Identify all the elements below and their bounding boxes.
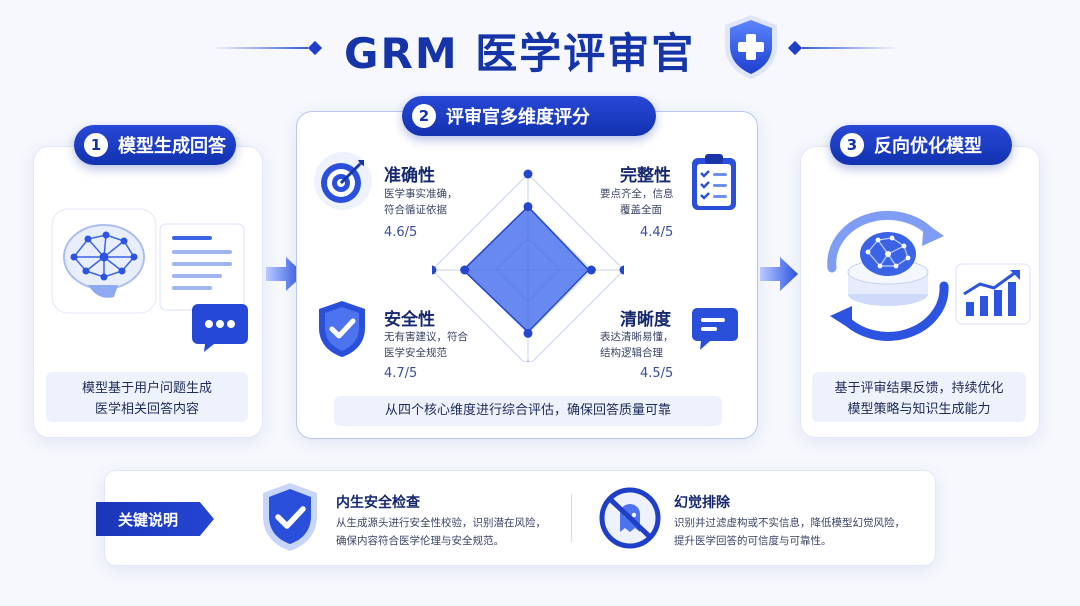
step3-label: 反向优化模型: [874, 136, 982, 157]
step3-caption: 基于评审结果反馈，持续优化 模型策略与知识生成能力: [812, 372, 1026, 422]
completeness-score: 4.4/5: [640, 225, 674, 240]
title-diamond-right: [787, 40, 803, 56]
step2-label: 评审官多维度评分: [446, 107, 590, 128]
safety-desc-line2: 医学安全规范: [384, 347, 447, 359]
radar-grid-ring: [432, 173, 624, 362]
safety-title: 安全性: [384, 310, 435, 330]
radar-vertex-clarity: [525, 361, 531, 362]
step3-caption-line1: 基于评审结果反馈，持续优化: [834, 381, 1004, 396]
page-title: GRM 医学评审官: [344, 29, 696, 78]
chat-bubble-icon: [190, 302, 250, 354]
message-lines-icon: [690, 304, 740, 354]
step2-pill: 2 评审官多维度评分: [402, 96, 656, 136]
step1-caption-line1: 模型基于用户问题生成: [81, 381, 212, 396]
radar-vertex-safety: [432, 265, 437, 275]
step2-caption: 从四个核心维度进行综合评估，确保回答质量可靠: [334, 396, 722, 426]
note2-desc-line2: 提升医学回答的可信度与可靠性。: [674, 535, 832, 547]
title-diamond-left: [307, 40, 323, 56]
step1-caption-line2: 医学相关回答内容: [94, 402, 199, 417]
completeness-title: 完整性: [620, 166, 671, 186]
refresh-cycle-icon: [812, 206, 964, 346]
note2-title: 幻觉排除: [674, 495, 730, 511]
accuracy-desc-line1: 医学事实准确，: [384, 188, 458, 200]
clarity-title: 清晰度: [620, 310, 671, 330]
radar-vertex-completeness: [586, 265, 596, 275]
radar-vertex-clarity: [523, 328, 533, 338]
step3-number: 3: [840, 133, 864, 157]
completeness-desc-line1: 要点齐全，信息: [600, 188, 674, 200]
title-line-right: [802, 47, 898, 49]
shield-cross-icon: [720, 12, 782, 82]
radar-vertex-completeness: [619, 265, 624, 275]
safety-desc-line1: 无有害建议，符合: [384, 331, 468, 343]
shield-check-icon: [314, 298, 370, 360]
note1-desc-line2: 确保内容符合医学伦理与安全规范。: [336, 535, 504, 547]
key-notes-tag: 关键说明: [96, 502, 214, 536]
note1-desc-line1: 从生成源头进行安全性校验，识别潜在风险，: [336, 517, 546, 529]
accuracy-score: 4.6/5: [384, 225, 418, 240]
step3-caption-line2: 模型策略与知识生成能力: [847, 402, 991, 417]
brain-network-icon: [48, 205, 160, 317]
step1-caption: 模型基于用户问题生成 医学相关回答内容: [46, 372, 248, 422]
document-icon: [158, 222, 246, 312]
accuracy-desc-line2: 符合循证依据: [384, 204, 447, 216]
shield-check-icon: [258, 480, 322, 554]
flow-arrow-2: [758, 254, 800, 294]
radar-score-area: [462, 205, 590, 334]
accuracy-title: 准确性: [384, 166, 435, 186]
clarity-score: 4.5/5: [640, 366, 674, 381]
no-ghost-icon: [598, 486, 662, 550]
key-notes-panel: [104, 470, 936, 566]
step1-number: 1: [84, 133, 108, 157]
target-icon: [312, 150, 374, 212]
bar-chart-growth-icon: [954, 262, 1032, 326]
safety-score: 4.7/5: [384, 366, 418, 381]
note1-title: 内生安全检查: [336, 495, 420, 511]
step2-number: 2: [412, 104, 436, 128]
completeness-desc-line2: 覆盖全面: [620, 204, 662, 216]
clarity-desc-line2: 结构逻辑合理: [600, 347, 663, 359]
radar-chart: [432, 169, 624, 362]
checklist-clipboard-icon: [686, 150, 742, 214]
radar-vertex-accuracy: [523, 169, 533, 179]
step1-label: 模型生成回答: [118, 136, 226, 157]
flow-arrow-1: [264, 254, 306, 294]
clarity-desc-line1: 表达清晰易懂，: [600, 331, 674, 343]
radar-vertex-accuracy: [523, 202, 533, 212]
title-line-left: [212, 47, 308, 49]
step3-pill: 3 反向优化模型: [830, 125, 1012, 165]
radar-vertex-safety: [460, 265, 470, 275]
divider: [571, 494, 572, 542]
step1-pill: 1 模型生成回答: [74, 125, 236, 165]
radar-vertices: [432, 169, 624, 362]
note2-desc-line1: 识别并过滤虚构或不实信息，降低模型幻觉风险，: [674, 517, 905, 529]
